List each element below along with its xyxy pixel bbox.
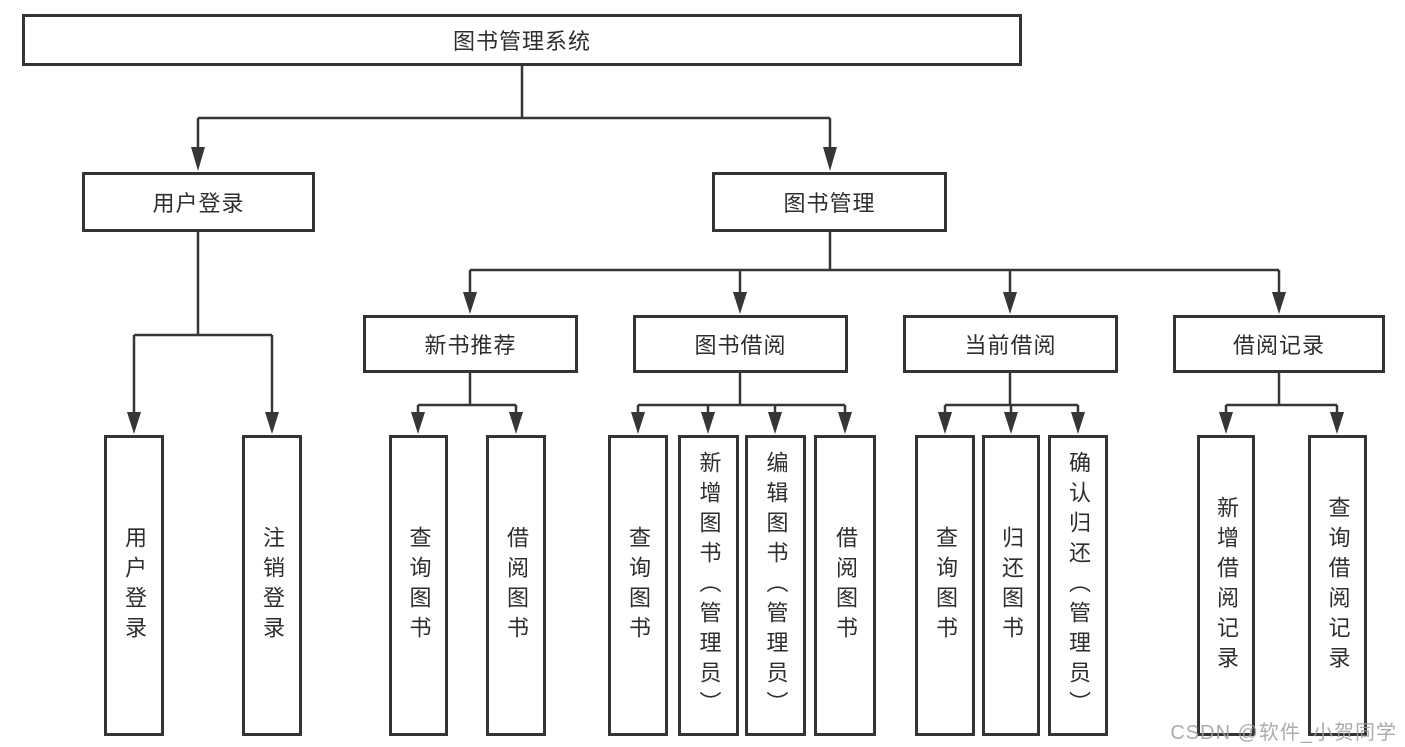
node-label: 用户登录 bbox=[152, 191, 245, 216]
leaf-borrow-books-rec: 借阅图书 bbox=[486, 435, 546, 736]
node-label: 借阅图书 bbox=[504, 525, 529, 646]
node-label: 归还图书 bbox=[999, 525, 1024, 646]
node-label: 借阅记录 bbox=[1232, 333, 1325, 358]
leaf-query-books-rec: 查询图书 bbox=[389, 435, 448, 736]
leaf-query-books-bb: 查询图书 bbox=[608, 435, 668, 736]
csdn-watermark: CSDN @软件_小贺同学 bbox=[1170, 722, 1397, 744]
leaf-return-books: 归还图书 bbox=[982, 435, 1040, 736]
node-label: 查询图书 bbox=[626, 525, 651, 646]
node-label: 借阅图书 bbox=[833, 525, 858, 646]
node-current-borrowing: 当前借阅 bbox=[903, 315, 1118, 373]
node-label: 图书管理 bbox=[783, 191, 876, 216]
leaf-borrow-books-bb: 借阅图书 bbox=[814, 435, 876, 736]
node-new-book-recommendation: 新书推荐 bbox=[363, 315, 578, 373]
node-label: 图书借阅 bbox=[694, 333, 787, 358]
node-label: 查询借阅记录 bbox=[1325, 495, 1351, 676]
node-borrowing-records: 借阅记录 bbox=[1173, 315, 1385, 373]
node-book-borrowing: 图书借阅 bbox=[633, 315, 848, 373]
leaf-logout: 注销登录 bbox=[242, 435, 302, 736]
node-book-management: 图书管理 bbox=[712, 172, 947, 232]
leaf-query-borrow-record: 查询借阅记录 bbox=[1308, 435, 1367, 736]
leaf-edit-books-admin: 编辑图书（管理员） bbox=[745, 435, 806, 736]
node-label: 当前借阅 bbox=[964, 333, 1057, 358]
leaf-user-login: 用户登录 bbox=[104, 435, 164, 736]
connector-elbow-lines bbox=[132, 66, 1339, 415]
node-label: 编辑图书（管理员） bbox=[763, 450, 789, 721]
node-label: 查询图书 bbox=[933, 525, 958, 646]
node-label: 新增借阅记录 bbox=[1214, 495, 1239, 676]
node-label: 查询图书 bbox=[406, 525, 432, 646]
leaf-query-books-cb: 查询图书 bbox=[915, 435, 975, 736]
node-label: 新增图书（管理员） bbox=[696, 450, 722, 721]
node-user-login: 用户登录 bbox=[82, 172, 315, 232]
node-label: 新书推荐 bbox=[424, 333, 517, 358]
node-root-system: 图书管理系统 bbox=[22, 14, 1022, 66]
node-label: 用户登录 bbox=[122, 525, 147, 646]
node-label: 确认归还（管理员） bbox=[1066, 450, 1091, 721]
leaf-add-borrow-record: 新增借阅记录 bbox=[1197, 435, 1255, 736]
leaf-add-books-admin: 新增图书（管理员） bbox=[678, 435, 739, 736]
node-label: 注销登录 bbox=[260, 525, 285, 646]
leaf-confirm-return-admin: 确认归还（管理员） bbox=[1048, 435, 1108, 736]
node-label: 图书管理系统 bbox=[452, 29, 591, 54]
